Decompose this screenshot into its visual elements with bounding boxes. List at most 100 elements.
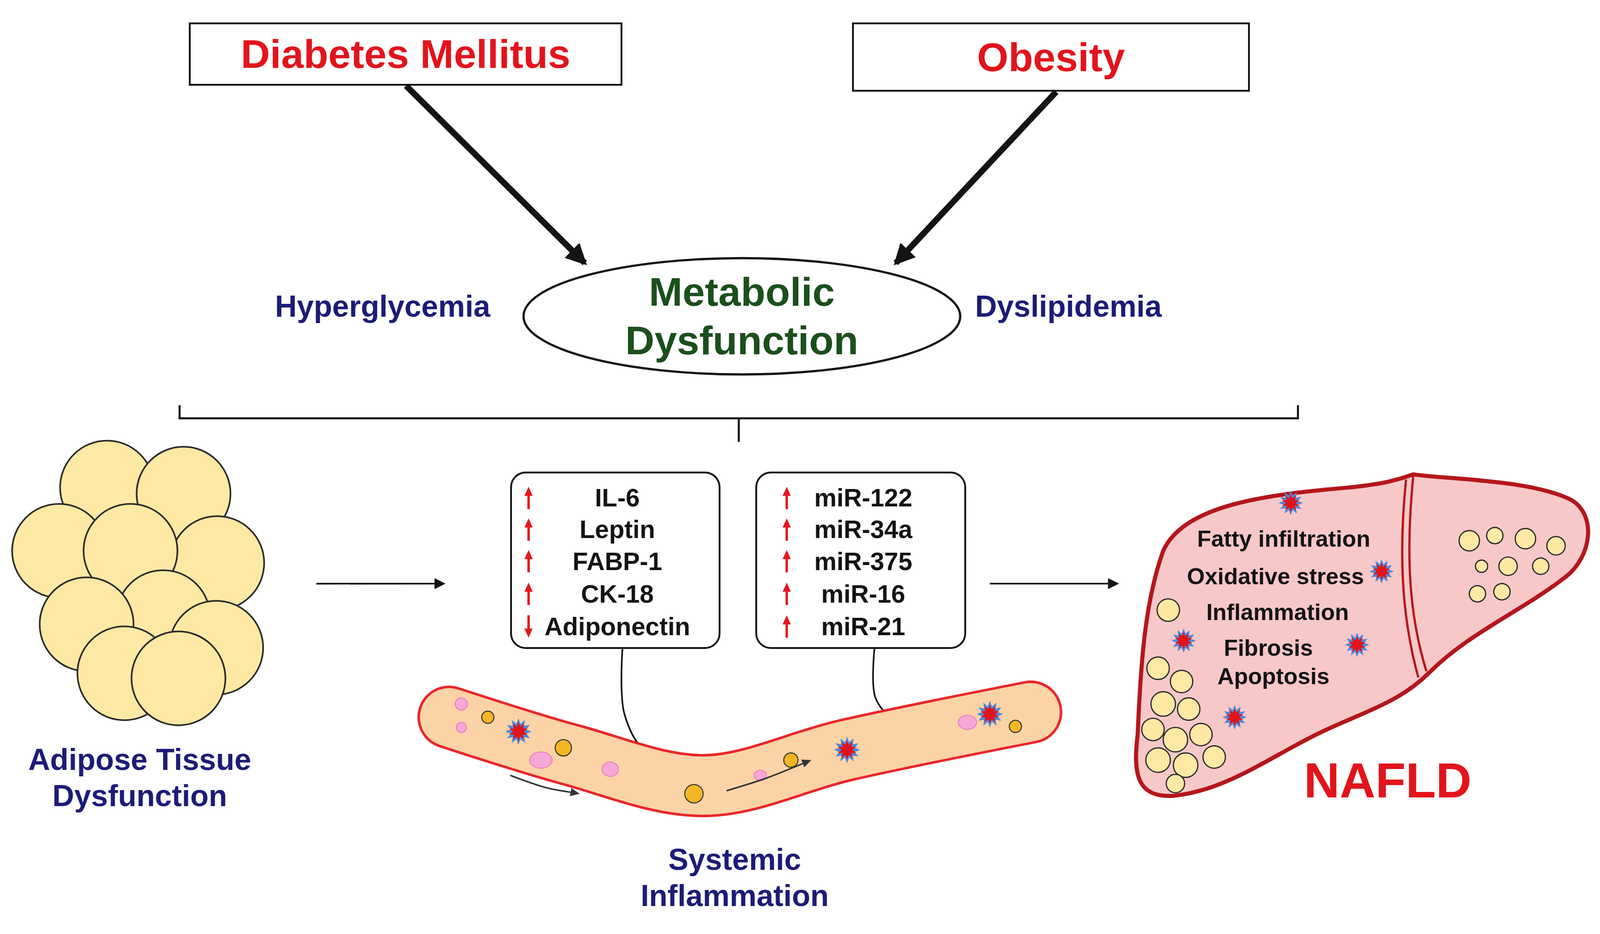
- fat-droplet: [1170, 670, 1194, 693]
- connector-arrow: [989, 582, 1118, 585]
- trend-arrow: [527, 525, 530, 541]
- burst-core: [1373, 562, 1391, 581]
- burst-halo: [1369, 559, 1394, 584]
- inflammation-burst: [1369, 559, 1394, 584]
- inflammation-burst: [1171, 628, 1196, 653]
- fat-droplet: [1177, 698, 1200, 721]
- burst-core: [837, 740, 857, 760]
- ellipse-outline: [523, 258, 961, 375]
- node-text: Systemic Inflammation: [620, 841, 850, 914]
- cause-box: Diabetes Mellitus: [188, 22, 623, 86]
- fat-droplet: [1150, 691, 1176, 716]
- trend-arrow-head: [524, 518, 533, 528]
- node-text: Apoptosis: [1217, 662, 1330, 691]
- lobe-divider: [1402, 479, 1419, 678]
- flow-arrow: [510, 775, 573, 793]
- fat-droplet: [1203, 745, 1226, 769]
- art-group: [179, 405, 1298, 638]
- trend-arrow: [527, 494, 530, 510]
- lobe-divider: [1409, 476, 1427, 672]
- burst-halo: [1171, 628, 1196, 653]
- lipid-particle: [783, 753, 798, 768]
- burst-core: [980, 704, 1000, 725]
- node-text: Metabolic Dysfunction: [595, 268, 889, 365]
- fat-droplet: [1515, 528, 1536, 550]
- fat-droplet: [1532, 558, 1550, 575]
- fat-droplet: [1546, 536, 1566, 556]
- lipid-particle: [1009, 720, 1022, 733]
- liver: Fatty infiltrationOxidative stressInflam…: [1127, 469, 1597, 822]
- burst-halo: [833, 736, 861, 764]
- node-text: miR-16: [821, 578, 906, 610]
- node-text: Inflammation: [1206, 598, 1349, 627]
- inflammation-burst: [976, 701, 1004, 728]
- burst-halo: [1344, 632, 1370, 657]
- trend-arrow-head: [524, 486, 533, 496]
- fat-droplet: [1173, 753, 1198, 778]
- node-text: Diabetes Mellitus: [241, 29, 571, 79]
- burst-halo: [976, 701, 1004, 728]
- blood-particle: [602, 762, 619, 777]
- node-text: Oxidative stress: [1187, 562, 1364, 591]
- inflammation-burst: [833, 736, 861, 764]
- node-text: CK-18: [580, 578, 654, 610]
- fat-droplet: [1141, 718, 1165, 741]
- node-text: Fatty infiltration: [1197, 525, 1371, 553]
- trend-arrow: [527, 589, 530, 605]
- node-text: miR-34a: [814, 514, 913, 545]
- burst-halo: [1222, 704, 1247, 730]
- annotation-label: Dyslipidemia: [974, 288, 1162, 324]
- node-text: miR-122: [814, 482, 913, 513]
- trend-arrow: [527, 557, 530, 573]
- trend-arrow: [785, 525, 788, 541]
- annotation-label: Hyperglycemia: [274, 288, 491, 324]
- trend-arrow: [785, 557, 788, 573]
- burst-core: [1175, 632, 1193, 650]
- vessel-wall: [449, 712, 1031, 786]
- inflammation-burst: [505, 718, 532, 745]
- fat-droplet: [1499, 557, 1518, 576]
- node-text: miR-21: [821, 611, 906, 642]
- fat-droplet: [1486, 527, 1504, 545]
- fat-droplet: [1469, 585, 1486, 603]
- node-text: Leptin: [579, 514, 655, 545]
- flow-arrow: [726, 763, 805, 792]
- node-text: Obesity: [977, 32, 1126, 82]
- fat-droplet: [1459, 530, 1480, 552]
- inflammation-burst: [1278, 490, 1304, 516]
- process-ellipse: Metabolic Dysfunction: [522, 257, 962, 376]
- flow-arrow-head: [801, 759, 812, 768]
- flow-arrow-head: [569, 788, 580, 797]
- connector-arrow: [316, 582, 444, 585]
- liver-outline: [1136, 474, 1589, 797]
- fat-droplet: [1493, 583, 1511, 600]
- burst-core: [1282, 494, 1300, 512]
- burst-core: [1348, 636, 1366, 654]
- node-text: FABP-1: [572, 546, 663, 577]
- blood-particle: [456, 722, 467, 733]
- burst-core: [1226, 708, 1244, 726]
- adipocyte: [131, 631, 226, 726]
- blood-vessel: Systemic Inflammation: [418, 663, 1062, 913]
- blood-particle: [958, 715, 977, 730]
- fat-droplet: [1189, 723, 1213, 747]
- trend-arrow: [785, 494, 788, 510]
- burst-halo: [505, 718, 532, 745]
- lipid-particle: [684, 784, 704, 803]
- fat-droplet: [1157, 599, 1180, 622]
- inflammation-burst: [1344, 632, 1370, 657]
- node-text: Adipose Tissue Dysfunction: [11, 741, 269, 814]
- fat-droplet: [1475, 560, 1488, 573]
- fat-droplet: [1163, 727, 1188, 752]
- burst-halo: [1278, 490, 1304, 516]
- lipid-particle: [481, 711, 495, 724]
- connector-arrow: [896, 91, 1057, 264]
- node-text: NAFLD: [1303, 750, 1472, 811]
- blood-particle: [455, 698, 468, 711]
- lipid-particle: [555, 739, 572, 757]
- marker-box: IL-6LeptinFABP-1CK-18Adiponectin: [510, 471, 721, 649]
- trend-arrow-head: [524, 628, 533, 638]
- node-text: Adiponectin: [544, 611, 691, 642]
- cause-box: Obesity: [852, 22, 1250, 92]
- connector-arrow: [406, 85, 585, 264]
